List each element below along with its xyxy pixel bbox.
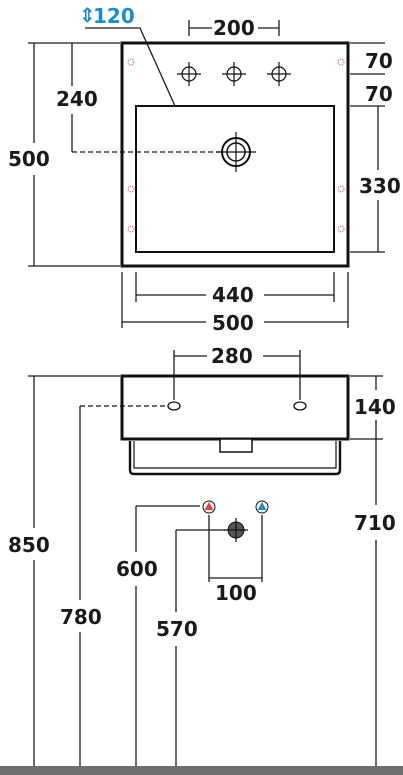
bowl-outline — [135, 105, 335, 253]
dim-fixing-280: 280 — [211, 344, 253, 368]
dim-overall-width-500: 500 — [212, 311, 254, 335]
dim-drain-240: 240 — [56, 87, 98, 111]
fixing-marks — [127, 58, 345, 233]
tap-hole-left — [177, 62, 201, 86]
updown-arrow-icon: ⇕ — [79, 3, 96, 27]
basin-outline-front — [120, 374, 350, 441]
fixing-hole-right — [293, 401, 307, 411]
floor-line — [0, 766, 403, 775]
dim-bowl-width-440: 440 — [212, 283, 254, 307]
dim-supply-spacing-100: 100 — [215, 581, 257, 605]
dim-overall-500: 500 — [8, 147, 50, 171]
dim-floor-850: 850 — [8, 533, 50, 557]
tap-hole-center — [222, 62, 246, 86]
waste-outlet — [219, 438, 253, 453]
dim-tap-spacing-200: 200 — [213, 16, 255, 40]
dim-supply-570: 570 — [156, 617, 198, 641]
waste-connection-icon — [224, 518, 248, 542]
dim-fixing-780: 780 — [60, 605, 102, 629]
dim-height-120: 120 — [93, 4, 135, 28]
front-view: 280 140 710 850 780 600 570 — [0, 344, 403, 775]
dim-bowl-330: 330 — [359, 174, 401, 198]
dim-wall-710: 710 — [354, 511, 396, 535]
dim-basin-height-140: 140 — [354, 395, 396, 419]
towel-rail — [128, 441, 342, 476]
drain-icon — [216, 132, 256, 172]
top-view: ⇕ 120 200 70 70 330 240 500 — [8, 3, 401, 335]
basin-outline-top — [120, 41, 350, 268]
fixing-hole-left — [167, 401, 181, 411]
dim-waste-600: 600 — [116, 557, 158, 581]
dim-rim-70-top: 70 — [365, 49, 393, 73]
dim-rim-70-bottom: 70 — [365, 82, 393, 106]
tap-hole-right — [267, 62, 291, 86]
leader-120 — [85, 27, 176, 107]
